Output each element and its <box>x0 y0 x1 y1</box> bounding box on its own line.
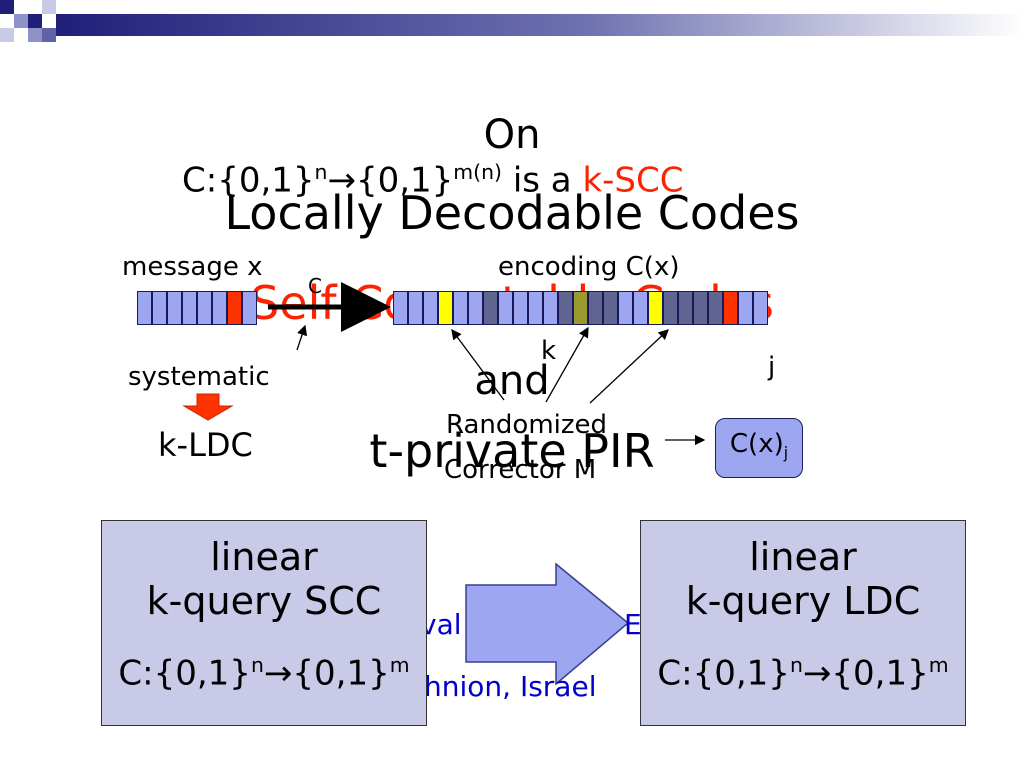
j-label: j <box>768 352 776 382</box>
message-cell <box>197 291 212 325</box>
mapping-arrow: →{0,1} <box>327 160 454 201</box>
message-label: message x <box>122 252 263 282</box>
encoding-cell <box>603 291 618 325</box>
mapping-n: n <box>314 160 328 184</box>
corrector-line1: Randomized <box>446 410 608 440</box>
encoding-cell <box>408 291 423 325</box>
encoding-cell <box>453 291 468 325</box>
encoding-cell <box>558 291 573 325</box>
implication-arrow <box>465 562 630 686</box>
scc-box: linear k-query SCC C:{0,1}n→{0,1}m <box>101 520 427 726</box>
ldc-map-m: m <box>928 653 949 677</box>
ldc-box-line1: linear <box>749 535 857 579</box>
output-sub: j <box>783 444 789 463</box>
output-box: C(x)j <box>715 418 803 478</box>
mapping-is-a: is a <box>512 160 572 201</box>
scc-box-line1: linear <box>210 535 318 579</box>
encoding-cell <box>738 291 753 325</box>
title-on: On <box>483 112 541 158</box>
scc-map-prefix: C:{0,1} <box>118 653 251 694</box>
top-decoration <box>0 0 1024 42</box>
systematic-label: systematic <box>128 362 270 392</box>
encoding-label: encoding C(x) <box>498 252 680 282</box>
message-cell <box>152 291 167 325</box>
encoding-cell <box>693 291 708 325</box>
author-fragment-right: E <box>624 608 642 641</box>
encoding-cell <box>423 291 438 325</box>
kldc-label: k-LDC <box>158 426 253 464</box>
message-strip <box>137 291 257 325</box>
encoding-cell <box>393 291 408 325</box>
scc-map-target: {0,1} <box>292 653 390 694</box>
ldc-map-prefix: C:{0,1} <box>657 653 790 694</box>
encoding-cell <box>753 291 768 325</box>
encoding-cell <box>498 291 513 325</box>
encoding-cell <box>468 291 483 325</box>
ldc-map-target: {0,1} <box>831 653 929 694</box>
ldc-map-arrow: → <box>802 653 832 694</box>
scc-map-m: m <box>389 653 410 677</box>
encoding-cell <box>633 291 648 325</box>
mapping-m: m(n) <box>453 160 502 184</box>
encoding-cell <box>438 291 453 325</box>
title-ldc: Locally Decodable Codes <box>224 186 800 240</box>
encoding-cell <box>708 291 723 325</box>
title-pir: t-private PIR <box>369 424 655 478</box>
corrector-line2: Corrector M <box>444 455 597 485</box>
ldc-map-n: n <box>789 653 803 677</box>
affiliation-fragment: hnion, Israel <box>424 670 597 703</box>
encoding-cell <box>618 291 633 325</box>
title-and: and <box>474 358 550 404</box>
encoding-strip <box>393 291 768 325</box>
message-cell <box>137 291 152 325</box>
encoding-cell <box>573 291 588 325</box>
encoding-cell <box>663 291 678 325</box>
ldc-box-line2: k-query LDC <box>685 579 921 623</box>
message-cell <box>182 291 197 325</box>
message-cell <box>242 291 257 325</box>
encoding-cell <box>648 291 663 325</box>
output-base: C(x) <box>729 429 784 459</box>
scc-box-mapping: C:{0,1}n→{0,1}m <box>102 643 426 695</box>
scc-map-n: n <box>250 653 264 677</box>
ldc-box: linear k-query LDC C:{0,1}n→{0,1}m <box>640 520 966 726</box>
message-cell <box>212 291 227 325</box>
message-cell <box>227 291 242 325</box>
scc-box-line2: k-query SCC <box>146 579 382 623</box>
k-label: k <box>541 336 557 366</box>
code-mapping: C:{0,1}n→{0,1}m(n) is a k-SCC <box>182 160 683 200</box>
encoding-cell <box>678 291 693 325</box>
message-cell <box>167 291 182 325</box>
encoding-cell <box>588 291 603 325</box>
encoding-cell <box>543 291 558 325</box>
encoding-cell <box>483 291 498 325</box>
ldc-box-mapping: C:{0,1}n→{0,1}m <box>641 643 965 695</box>
c-label: C <box>308 274 322 298</box>
mapping-prefix: C:{0,1} <box>182 160 315 201</box>
encoding-cell <box>528 291 543 325</box>
scc-map-arrow: → <box>263 653 293 694</box>
encoding-cell <box>513 291 528 325</box>
mapping-type: k-SCC <box>582 160 684 201</box>
encoding-cell <box>723 291 738 325</box>
